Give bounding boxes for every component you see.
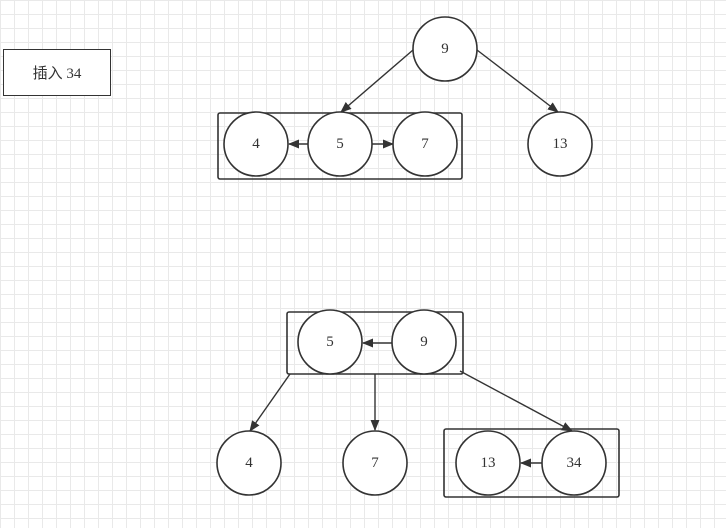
node-label: 34 xyxy=(567,455,583,471)
node-label: 7 xyxy=(421,136,429,152)
edge-root-to-34 xyxy=(459,370,573,432)
node-label: 7 xyxy=(371,455,379,471)
node-5-after: 5 xyxy=(297,309,363,375)
node-9-after: 9 xyxy=(391,309,457,375)
node-label: 13 xyxy=(481,455,496,471)
after-right-group-box xyxy=(443,428,620,498)
node-13: 13 xyxy=(527,111,593,177)
edge-9-to-13 xyxy=(476,49,559,113)
node-label: 5 xyxy=(336,136,344,152)
tree-after: 5 9 4 7 13 34 xyxy=(216,309,620,498)
node-label: 13 xyxy=(553,136,568,152)
node-root-9: 9 xyxy=(412,16,478,82)
node-34-after: 34 xyxy=(541,430,607,496)
edge-9-to-5 xyxy=(340,49,414,113)
operation-label: 插入 34 xyxy=(3,49,111,96)
node-label: 4 xyxy=(252,136,260,152)
node-4-after: 4 xyxy=(216,430,282,496)
node-5: 5 xyxy=(307,111,373,177)
node-label: 9 xyxy=(441,41,449,57)
node-7: 7 xyxy=(392,111,458,177)
node-label: 4 xyxy=(245,455,253,471)
node-7-after: 7 xyxy=(342,430,408,496)
node-label: 5 xyxy=(326,334,334,350)
node-13-after: 13 xyxy=(455,430,521,496)
operation-label-text: 插入 34 xyxy=(32,66,82,82)
edge-root-to-4 xyxy=(249,373,291,432)
node-4: 4 xyxy=(223,111,289,177)
node-label: 9 xyxy=(420,334,428,350)
tree-before: 9 4 5 7 13 xyxy=(217,16,593,180)
